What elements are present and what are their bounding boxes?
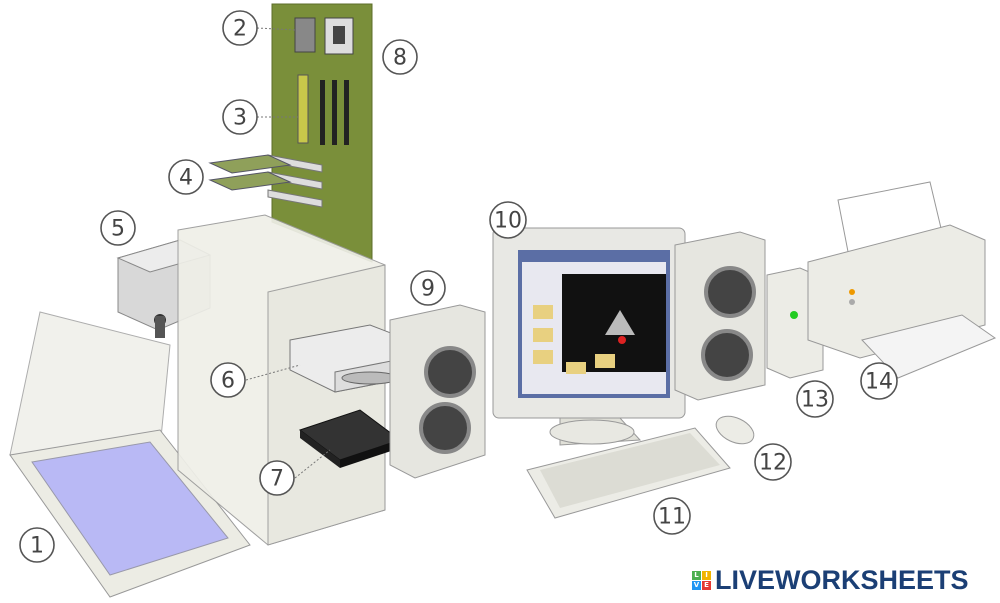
svg-text:11: 11 [658,505,686,530]
speaker-left [389,304,486,479]
keyboard [526,427,731,519]
svg-text:3: 3 [233,106,247,131]
label-12: 12 [754,443,792,481]
label-11: 11 [653,497,691,535]
label-14: 14 [860,362,898,400]
mouse [715,415,755,445]
svg-text:5: 5 [111,217,125,242]
label-9: 9 [410,270,446,306]
label-3: 3 [222,99,258,135]
svg-text:13: 13 [801,388,829,413]
svg-text:9: 9 [421,277,435,302]
label-4: 4 [168,159,204,195]
svg-text:14: 14 [865,370,893,395]
svg-text:1: 1 [30,534,44,559]
logo-tile: V [692,581,701,590]
ram-module [297,74,309,144]
cpu [294,17,316,53]
label-10: 10 [489,201,527,239]
label-8: 8 [382,39,418,75]
svg-text:10: 10 [494,209,522,234]
svg-text:4: 4 [179,166,193,191]
label-1: 1 [19,527,55,563]
label-2: 2 [222,10,258,46]
expansion-cards [208,154,292,191]
label-6: 6 [210,362,246,398]
label-5: 5 [100,210,136,246]
hard-drive [298,409,402,468]
svg-text:2: 2 [233,17,247,42]
motherboard [267,3,373,263]
svg-text:8: 8 [393,46,407,71]
logo-tile: L [692,571,701,580]
speaker-right [674,231,766,401]
liveworksheets-logo: L I V E LIVEWORKSHEETS [692,565,969,596]
logo-tile: I [702,571,711,580]
svg-text:12: 12 [759,451,787,476]
monitor [492,227,686,446]
logo-tile: E [702,581,711,590]
logo-text: LIVEWORKSHEETS [715,565,969,595]
label-7: 7 [259,460,295,496]
printer [807,181,997,379]
svg-text:6: 6 [221,369,235,394]
svg-text:7: 7 [270,467,284,492]
logo-tiles-icon: L I V E [692,571,711,590]
label-13: 13 [796,380,834,418]
